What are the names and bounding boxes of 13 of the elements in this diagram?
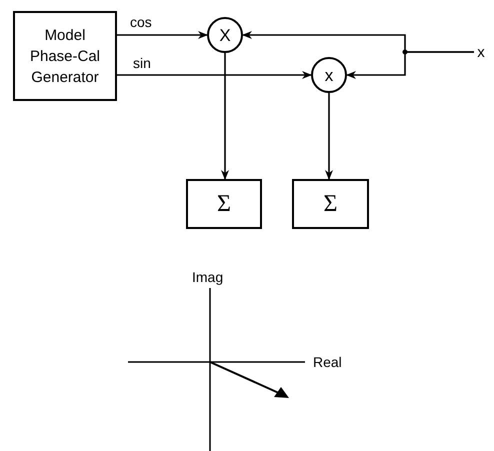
- axis-label: Real: [313, 355, 342, 369]
- edge-label: sin: [133, 56, 151, 70]
- arrow: [346, 51, 474, 79]
- arrow: [221, 53, 229, 180]
- edge-label: cos: [130, 15, 152, 29]
- axis-label: Imag: [192, 270, 224, 284]
- summation-box: Σ: [186, 179, 262, 229]
- summation-box: Σ: [292, 179, 369, 229]
- arrow: [117, 71, 312, 79]
- input-label: x: [474, 42, 488, 62]
- generator-box: Model Phase-Cal Generator: [13, 11, 117, 101]
- arrow: [117, 31, 208, 39]
- arrow: [325, 93, 333, 180]
